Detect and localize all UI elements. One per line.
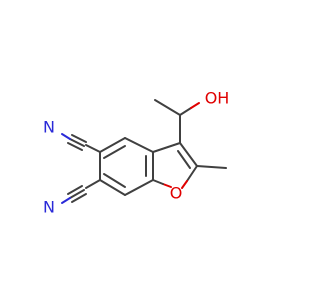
bond-cn-triple-bot — [67, 142, 83, 151]
bond-cn2-triple-mid — [69, 189, 85, 199]
bond-c3-c2-inner — [177, 150, 191, 169]
bond-c2-o1 — [186, 165, 198, 182]
benzene-ring — [99, 137, 154, 196]
bond-c3-c2 — [179, 142, 198, 167]
bond-cn2-triple-bot — [71, 193, 87, 203]
bond-cn-triple-top — [71, 134, 87, 143]
bond-c6-cn — [85, 179, 101, 189]
bond-c4-c5-inner — [103, 145, 126, 159]
bond-cn-triple-n — [61, 133, 71, 140]
bond-ch-ch3 — [154, 99, 181, 116]
bond-c4-c5 — [99, 137, 126, 153]
bond-c2-o1-hetero — [181, 180, 188, 189]
furan-ring — [152, 142, 198, 189]
bond-o1-c7a — [152, 179, 164, 185]
bond-cn-triple-mid — [69, 138, 85, 147]
ring-oxygen-label: O — [170, 184, 183, 203]
bond-methyl — [196, 165, 227, 169]
bond-c3a-c3 — [152, 142, 181, 153]
bond-c6-c7-inner — [103, 173, 126, 188]
bond-ch-o-hetero — [190, 102, 200, 109]
nitrogen-label-top: N — [43, 118, 55, 137]
hydroxyethyl-group — [154, 99, 200, 144]
nitrogen-label-bottom: N — [43, 198, 55, 217]
bond-ch-o — [179, 107, 192, 116]
bond-c6-c7 — [99, 179, 126, 196]
bond-c5-cn — [85, 144, 101, 153]
nitrile-group-top — [61, 133, 101, 153]
bond-o1-c7a-hetero — [162, 183, 172, 188]
bond-cn2-triple-n — [61, 197, 71, 204]
bond-cn2-triple-top — [67, 185, 83, 195]
bond-c3a-c4 — [124, 137, 154, 153]
bond-c7-c7a — [124, 179, 154, 196]
nitrile-group-bottom — [61, 179, 101, 204]
hydroxyl-label: OH — [205, 89, 230, 108]
structure-diagram: N N OH O — [43, 89, 230, 217]
